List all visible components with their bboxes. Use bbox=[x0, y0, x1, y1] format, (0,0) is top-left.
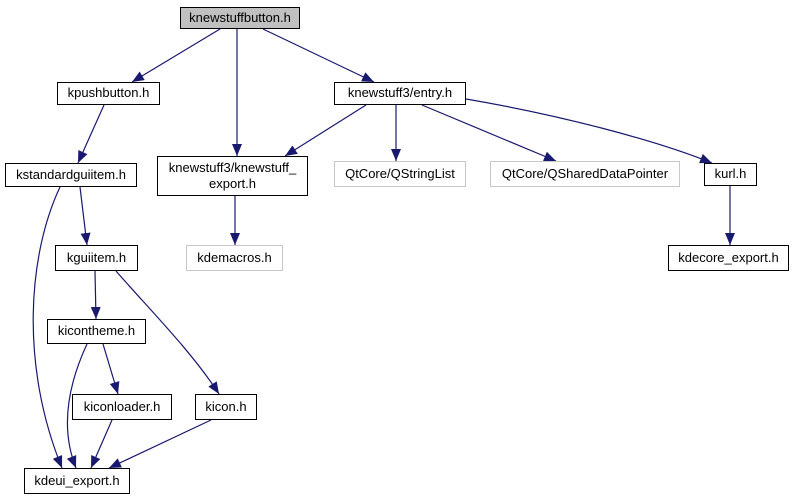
node-qshareddatapointer: QtCore/QSharedDataPointer bbox=[490, 161, 680, 187]
node-kdeui-export[interactable]: kdeui_export.h bbox=[24, 468, 130, 494]
edge-entry-to-kurl bbox=[465, 98, 713, 164]
edge-entry-to-knewstuff-export bbox=[284, 104, 367, 157]
node-qstringlist: QtCore/QStringList bbox=[334, 161, 466, 187]
edge-knewstuffbutton-to-entry bbox=[262, 28, 375, 83]
node-kiconloader[interactable]: kiconloader.h bbox=[72, 394, 172, 420]
edge-kiconloader-to-kdeui-export bbox=[90, 419, 113, 469]
node-kdecore-export[interactable]: kdecore_export.h bbox=[668, 245, 789, 271]
node-kdemacros: kdemacros.h bbox=[186, 245, 283, 271]
edge-knewstuffbutton-to-kpushbutton bbox=[131, 28, 221, 83]
node-kguiitem[interactable]: kguiitem.h bbox=[55, 245, 138, 271]
edge-kpushbutton-to-kstandardguiitem bbox=[77, 104, 105, 164]
edge-kicon-to-kdeui-export bbox=[108, 419, 212, 469]
node-knewstuffbutton: knewstuffbutton.h bbox=[180, 7, 300, 29]
edge-kstandardguiitem-to-kguiitem bbox=[79, 186, 91, 246]
node-kicontheme[interactable]: kicontheme.h bbox=[47, 319, 146, 344]
node-kstandardguiitem[interactable]: kstandardguiitem.h bbox=[5, 163, 137, 187]
edge-kguiitem-to-kicontheme bbox=[90, 270, 101, 320]
edge-kicontheme-to-kiconloader bbox=[102, 343, 120, 395]
node-kicon[interactable]: kicon.h bbox=[195, 394, 257, 420]
node-kurl[interactable]: kurl.h bbox=[704, 163, 757, 186]
node-kpushbutton[interactable]: kpushbutton.h bbox=[57, 82, 160, 105]
node-knewstuff-export[interactable]: knewstuff3/knewstuff_export.h bbox=[157, 156, 308, 196]
edge-kstandardguiitem-to-kdeui-export bbox=[32, 186, 63, 469]
edge-kicontheme-to-kdeui-export bbox=[66, 343, 88, 469]
node-entry[interactable]: knewstuff3/entry.h bbox=[334, 82, 466, 105]
edge-entry-to-qshareddatapointer bbox=[421, 104, 557, 162]
edge-kguiitem-to-kicon bbox=[115, 270, 220, 395]
